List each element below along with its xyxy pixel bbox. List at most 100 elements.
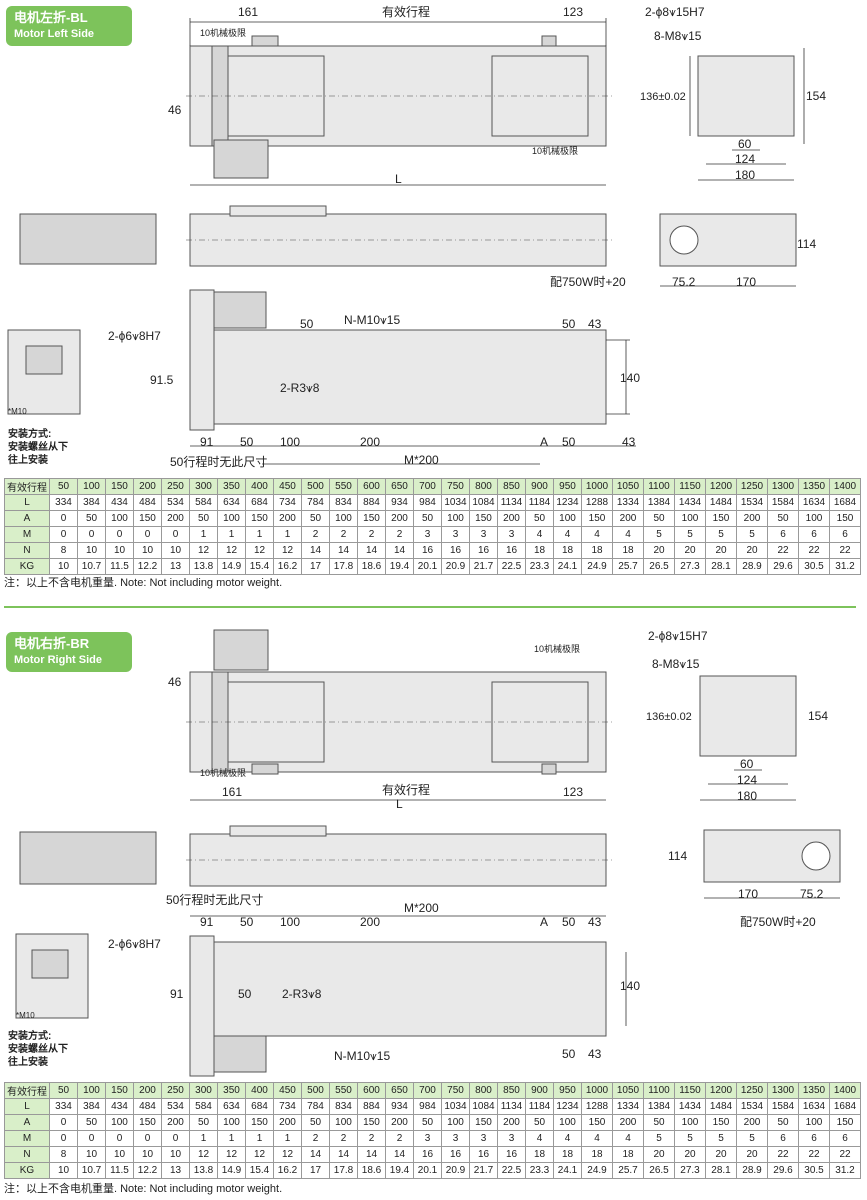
table-cell: 10: [161, 1146, 190, 1163]
side-motor: [19, 213, 157, 265]
row-label: A: [4, 1114, 50, 1131]
table-cell: 1634: [798, 1098, 830, 1115]
install-bracket: [25, 345, 63, 375]
table-cell: 450: [273, 478, 302, 495]
table-cell: 14: [357, 1146, 386, 1163]
dim-180: 180: [735, 168, 755, 182]
table-cell: 18.6: [357, 558, 386, 575]
table-cell: 14.9: [217, 558, 246, 575]
table-cell: 24.1: [553, 1162, 582, 1179]
table-cell: 500: [301, 1082, 330, 1099]
table-cell: 50: [301, 1114, 330, 1131]
table-cell: 5: [736, 526, 768, 543]
table-cell: 27.3: [674, 1162, 706, 1179]
table-cell: 534: [161, 1098, 190, 1115]
table-cell: 100: [798, 1114, 830, 1131]
table-cell: 950: [553, 478, 582, 495]
table-cell: 19.4: [385, 1162, 414, 1179]
table-cell: 0: [49, 526, 78, 543]
limit-sensor: [251, 35, 279, 47]
dim-75-2: 75.2: [800, 887, 824, 901]
table-cell: 1200: [705, 1082, 737, 1099]
dim-effective-stroke: 有效行程: [382, 4, 430, 19]
side-carriage: [229, 825, 327, 837]
table-cell: 15.4: [245, 558, 274, 575]
table-cell: 0: [49, 1130, 78, 1147]
table-cell: 150: [133, 510, 162, 527]
dim-50: 50: [562, 1047, 576, 1061]
table-cell: 150: [469, 1114, 498, 1131]
table-cell: 16: [469, 1146, 498, 1163]
table-cell: 6: [829, 526, 861, 543]
table-cell: 1484: [705, 494, 737, 511]
table-cell: 2: [357, 526, 386, 543]
table-cell: 350: [217, 478, 246, 495]
badge-title-en: Motor Right Side: [14, 654, 102, 666]
table-cell: 734: [273, 494, 302, 511]
table-cell: 22: [798, 542, 830, 559]
table-cell: 12.2: [133, 1162, 162, 1179]
table-cell: 200: [385, 1114, 414, 1131]
dim-124: 124: [735, 152, 755, 166]
table-cell: 8: [49, 1146, 78, 1163]
table-cell: 12: [273, 542, 302, 559]
table-cell: 4: [581, 526, 613, 543]
table-cell: 1250: [736, 1082, 768, 1099]
table-cell: 50: [189, 1114, 218, 1131]
side-motor: [19, 831, 157, 885]
dim-91: 91: [200, 915, 214, 929]
dim-136: 136±0.02: [646, 711, 692, 723]
drawing-br: 46 10机械极限 10机械极限 161 有效行程 123 L 2-ϕ8⩛15H…: [15, 629, 841, 1077]
bottom-rail: [213, 941, 607, 1037]
table-cell: 984: [413, 494, 442, 511]
table-cell: 734: [273, 1098, 302, 1115]
dim-50: 50: [562, 435, 576, 449]
table-cell: 2: [329, 526, 358, 543]
table-cell: 6: [798, 1130, 830, 1147]
table-cell: 10: [105, 542, 134, 559]
table-cell: 31.2: [829, 1162, 861, 1179]
table-cell: 16: [441, 1146, 470, 1163]
table-cell: 2: [357, 1130, 386, 1147]
table-cell: 834: [329, 1098, 358, 1115]
stroke50-note: 50行程时无此尺寸: [166, 892, 263, 907]
table-cell: 100: [441, 1114, 470, 1131]
end-view-motor-flange: [801, 841, 831, 871]
badge-title-cn: 电机左折-BL: [14, 10, 88, 25]
table-cell: 26.5: [643, 1162, 675, 1179]
badge-title-cn: 电机右折-BR: [14, 636, 90, 651]
dim-161: 161: [238, 5, 258, 19]
table-cell: 0: [105, 526, 134, 543]
table-cell: 784: [301, 1098, 330, 1115]
table-cell: 20: [643, 542, 675, 559]
table-cell: 22.5: [497, 558, 526, 575]
table-cell: 200: [133, 1082, 162, 1099]
table-cell: 1534: [736, 1098, 768, 1115]
dim-75-2: 75.2: [672, 275, 696, 289]
motor-750w-note: 配750W时+20: [550, 275, 626, 289]
table-cell: 1084: [469, 1098, 498, 1115]
table-cell: 20.1: [413, 558, 442, 575]
table-cell: 10.7: [77, 1162, 106, 1179]
table-cell: 16: [413, 1146, 442, 1163]
table-cell: 200: [161, 510, 190, 527]
m10-small-label: *M10: [16, 1011, 35, 1020]
table-cell: 1484: [705, 1098, 737, 1115]
table-cell: 1134: [497, 1098, 526, 1115]
dim-43: 43: [622, 435, 636, 449]
table-cell: 500: [301, 478, 330, 495]
table-cell: 25.7: [612, 1162, 644, 1179]
table-cell: 1150: [674, 478, 706, 495]
table-cell: 24.9: [581, 558, 613, 575]
table-cell: 27.3: [674, 558, 706, 575]
side-carriage: [229, 205, 327, 217]
table-cell: 17: [301, 558, 330, 575]
table-cell: 100: [217, 1114, 246, 1131]
dim-L: L: [395, 172, 402, 186]
table-cell: 100: [798, 510, 830, 527]
m200-label: M*200: [404, 901, 439, 915]
